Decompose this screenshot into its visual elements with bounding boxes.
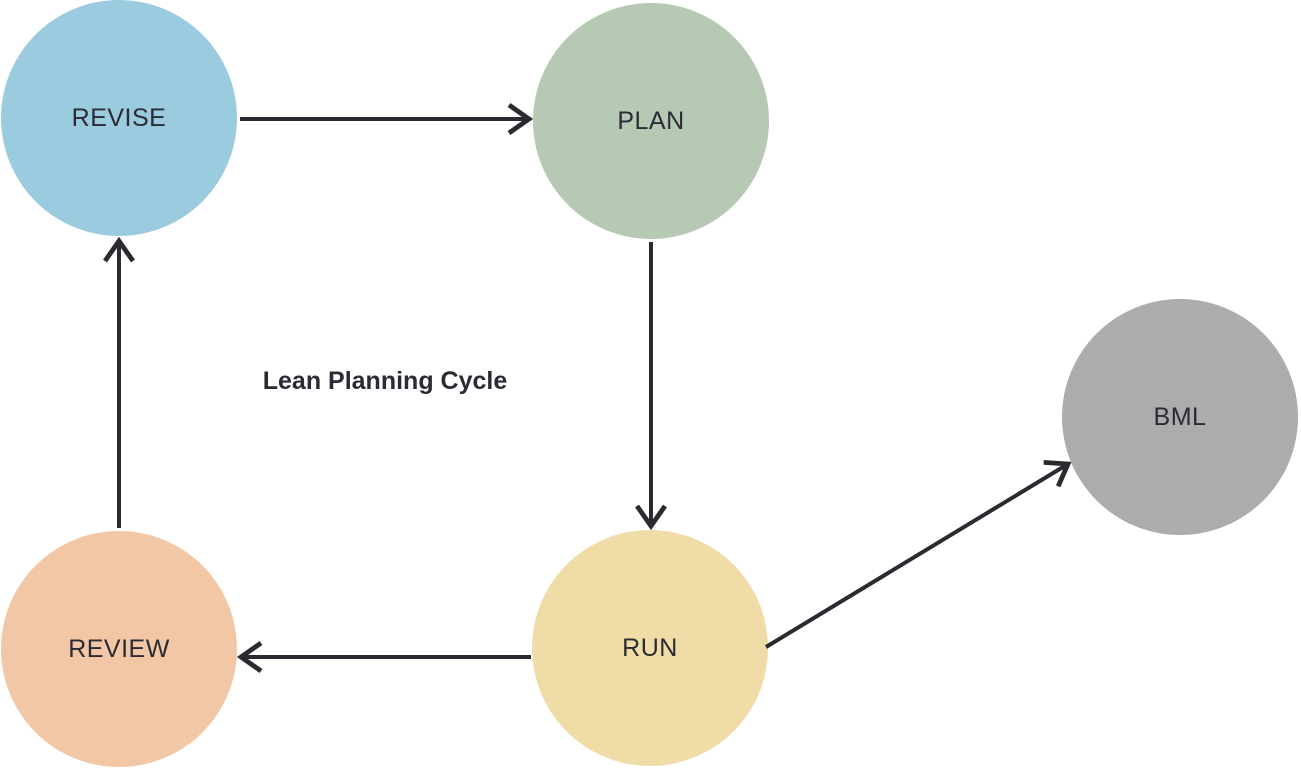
- node-plan: PLAN: [533, 3, 769, 239]
- arrow-run-to-bml: [764, 464, 1068, 649]
- node-bml-label: BML: [1153, 402, 1207, 431]
- node-bml: BML: [1062, 299, 1298, 535]
- node-run-label: RUN: [622, 633, 678, 662]
- node-revise-label: REVISE: [71, 103, 167, 132]
- node-plan-label: PLAN: [617, 106, 685, 135]
- node-revise: REVISE: [1, 0, 237, 236]
- node-run: RUN: [532, 530, 768, 766]
- diagram-title: Lean Planning Cycle: [262, 367, 508, 395]
- node-review: REVIEW: [1, 531, 237, 767]
- node-review-label: REVIEW: [68, 634, 170, 663]
